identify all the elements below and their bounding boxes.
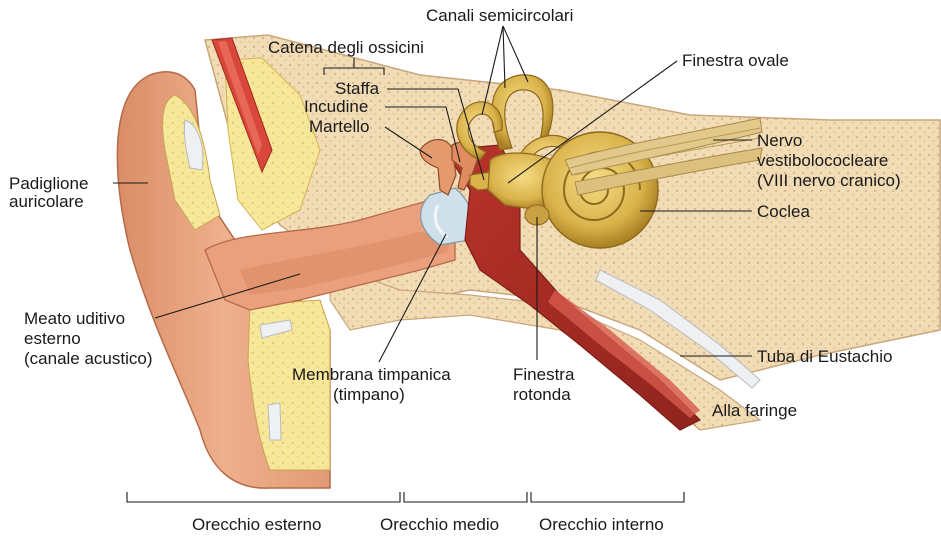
label-canali-semicircolari: Canali semicircolari: [426, 6, 573, 25]
label-padiglione-line1: Padiglione: [9, 174, 88, 193]
label-finestra-ovale: Finestra ovale: [682, 51, 789, 70]
label-staffa: Staffa: [335, 79, 380, 98]
label-meato-line1: Meato uditivo: [24, 309, 125, 328]
label-finestra-rotonda-line1: Finestra: [513, 365, 575, 384]
label-membrana-line1: Membrana timpanica: [292, 365, 451, 384]
label-coclea: Coclea: [757, 202, 810, 221]
label-finestra-rotonda-line2: rotonda: [513, 385, 571, 404]
region-orecchio-esterno: Orecchio esterno: [192, 515, 321, 534]
region-orecchio-medio: Orecchio medio: [380, 515, 499, 534]
label-incudine: Incudine: [304, 97, 368, 116]
label-meato-line3: (canale acustico): [24, 349, 153, 368]
region-orecchio-interno: Orecchio interno: [539, 515, 664, 534]
label-martello: Martello: [309, 117, 369, 136]
label-nervo-line1: Nervo: [757, 131, 802, 150]
label-nervo-line3: (VIII nervo cranico): [757, 171, 901, 190]
label-tuba: Tuba di Eustachio: [757, 347, 892, 366]
label-padiglione-line2: auricolare: [9, 192, 84, 211]
label-nervo-line2: vestibolococleare: [757, 151, 888, 170]
label-alla-faringe: Alla faringe: [712, 401, 797, 420]
label-catena-ossicini: Catena degli ossicini: [268, 38, 424, 57]
label-meato-line2: esterno: [24, 329, 81, 348]
label-membrana-line2: (timpano): [333, 385, 405, 404]
